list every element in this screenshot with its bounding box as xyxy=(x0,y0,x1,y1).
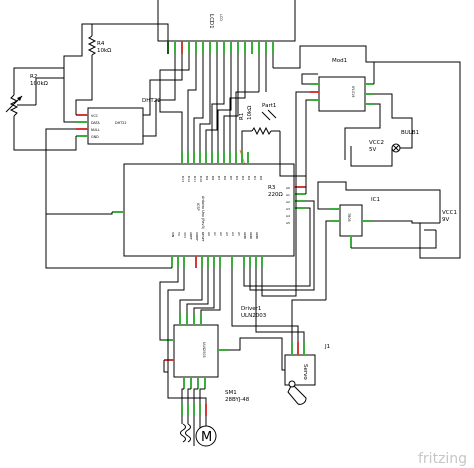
dht22-sensor[interactable]: VCC DATA NULL GND DHT22 DHT22 xyxy=(76,98,161,145)
potentiometer-r2[interactable]: R2 100kΩ xyxy=(5,74,48,132)
servo-horn xyxy=(287,380,307,405)
dht-pin-vcc: VCC xyxy=(91,114,99,118)
ic1-ref-label: IC1 xyxy=(371,197,380,203)
svg-text:GND: GND xyxy=(255,232,259,240)
svg-text:A5: A5 xyxy=(237,232,241,236)
wire-network xyxy=(13,23,461,446)
vcc2-value-label: 5V xyxy=(369,147,376,153)
svg-text:D8: D8 xyxy=(211,176,215,180)
dht-pin-gnd: GND xyxy=(91,135,99,139)
svg-text:D3: D3 xyxy=(241,176,245,180)
svg-text:D10: D10 xyxy=(199,176,203,182)
sm1-ref-label: SM1 xyxy=(225,390,237,396)
battery-vcc1[interactable]: VCC1 9V xyxy=(420,210,457,231)
svg-text:5V: 5V xyxy=(177,232,181,237)
motor-symbol: M xyxy=(201,430,212,445)
sm1-name-label: 28BYJ-48 xyxy=(225,397,250,403)
fritzing-watermark: fritzing xyxy=(418,451,467,467)
r4-ref-label: R4 xyxy=(97,41,105,47)
driver-body-label: ULN2003 xyxy=(202,342,206,358)
svg-text:VIN: VIN xyxy=(171,232,175,237)
r4-value-label: 10kΩ xyxy=(97,48,111,54)
mod1-name-label: KY-019 xyxy=(351,86,355,97)
svg-text:A3: A3 xyxy=(286,207,290,211)
driver-pins xyxy=(164,313,228,389)
svg-text:D7: D7 xyxy=(217,176,221,180)
stepper-coil-icon xyxy=(180,423,186,443)
resistor-r1[interactable]: R1 10kΩ xyxy=(239,106,280,136)
svg-text:D1: D1 xyxy=(253,176,257,180)
lcd-ref-label: LCD1 xyxy=(208,14,214,29)
photoresistor-part1[interactable]: Part1 xyxy=(261,103,276,121)
vcc1-value-label: 9V xyxy=(442,217,449,223)
svg-text:A3: A3 xyxy=(225,232,229,236)
svg-text:D4: D4 xyxy=(235,176,239,180)
part1-ref-label: Part1 xyxy=(262,103,276,109)
servo-connector[interactable]: J1 Servo xyxy=(284,342,330,386)
svg-text:IOREF: IOREF xyxy=(195,232,199,241)
svg-text:3V3: 3V3 xyxy=(183,232,187,238)
vcc1-ref-label: VCC1 xyxy=(442,210,457,216)
driver1-name-label: ULN2003 xyxy=(241,313,267,319)
svg-text:A4: A4 xyxy=(231,232,235,236)
relay-module-mod1[interactable]: KY-019 Mod1 xyxy=(310,58,374,112)
arduino-icsp-label: ICSP xyxy=(196,203,200,211)
uln2003-driver[interactable]: ULN2003 Driver1 ULN2003 xyxy=(173,306,267,378)
svg-text:D13: D13 xyxy=(181,176,185,182)
svg-text:D2: D2 xyxy=(247,176,251,180)
svg-text:AREF: AREF xyxy=(189,232,193,240)
svg-text:A2: A2 xyxy=(286,200,290,204)
vcc2-ref-label: VCC2 xyxy=(369,140,384,146)
svg-text:D11: D11 xyxy=(193,176,197,182)
arduino-uno[interactable]: Arduino Uno (Rev3) ICSP xyxy=(123,163,295,257)
svg-text:GND: GND xyxy=(243,232,247,240)
regulator-ic1[interactable]: 7805 IC1 xyxy=(330,197,380,248)
bulb1-ref-label: BULB1 xyxy=(401,130,419,136)
svg-text:GND: GND xyxy=(249,232,253,240)
svg-text:RESET: RESET xyxy=(201,232,205,242)
resistor-r4[interactable]: R4 10kΩ xyxy=(87,24,111,64)
dht-body-label: DHT22 xyxy=(115,121,127,125)
svg-text:A4: A4 xyxy=(286,214,290,218)
resistor-r3: R3 220Ω xyxy=(268,185,283,198)
dht-pin-null: NULL xyxy=(91,128,100,132)
j1-ref-label: J1 xyxy=(324,344,330,350)
r2-ref-label: R2 xyxy=(30,74,37,80)
svg-text:A0: A0 xyxy=(286,186,290,190)
svg-text:D9: D9 xyxy=(205,176,209,180)
bulb1[interactable]: BULB1 xyxy=(391,130,419,153)
dht-pin-data: DATA xyxy=(91,121,100,125)
svg-text:A5: A5 xyxy=(286,221,290,225)
r1-value-label: 10kΩ xyxy=(247,106,253,120)
ic1-name-label: 7805 xyxy=(347,213,351,222)
arduino-name-label: Arduino Uno (Rev3) xyxy=(201,196,205,230)
svg-text:D0: D0 xyxy=(259,176,263,180)
servo-name-label: Servo xyxy=(302,364,308,380)
lcd-pins xyxy=(167,41,274,54)
svg-text:A1: A1 xyxy=(213,232,217,236)
svg-text:A2: A2 xyxy=(219,232,223,236)
svg-text:D6: D6 xyxy=(223,176,227,180)
svg-text:D5: D5 xyxy=(229,176,233,180)
svg-text:A0: A0 xyxy=(207,232,211,236)
r3-ref-label: R3 xyxy=(268,185,276,191)
driver1-ref-label: Driver1 xyxy=(241,306,261,312)
lcd-name-label: LCD xyxy=(219,14,223,21)
r2-value-label: 100kΩ xyxy=(30,81,48,87)
dht-ref-label: DHT22 xyxy=(142,98,161,104)
stepper-motor-sm1[interactable]: SM1 28BYJ-48 M xyxy=(180,390,250,447)
r3-value-label: 220Ω xyxy=(268,192,283,198)
r1-ref-label: R1 xyxy=(239,113,245,120)
mod1-ref-label: Mod1 xyxy=(332,58,347,64)
lcd-module[interactable]: LCD1 LCD xyxy=(157,0,296,42)
svg-text:D12: D12 xyxy=(187,176,191,182)
svg-text:A1: A1 xyxy=(286,193,290,197)
arduino-pin-labels: D13 D12 D11 D10 D9 D8 D7 D6 D5 D4 D3 D2 … xyxy=(171,176,290,242)
